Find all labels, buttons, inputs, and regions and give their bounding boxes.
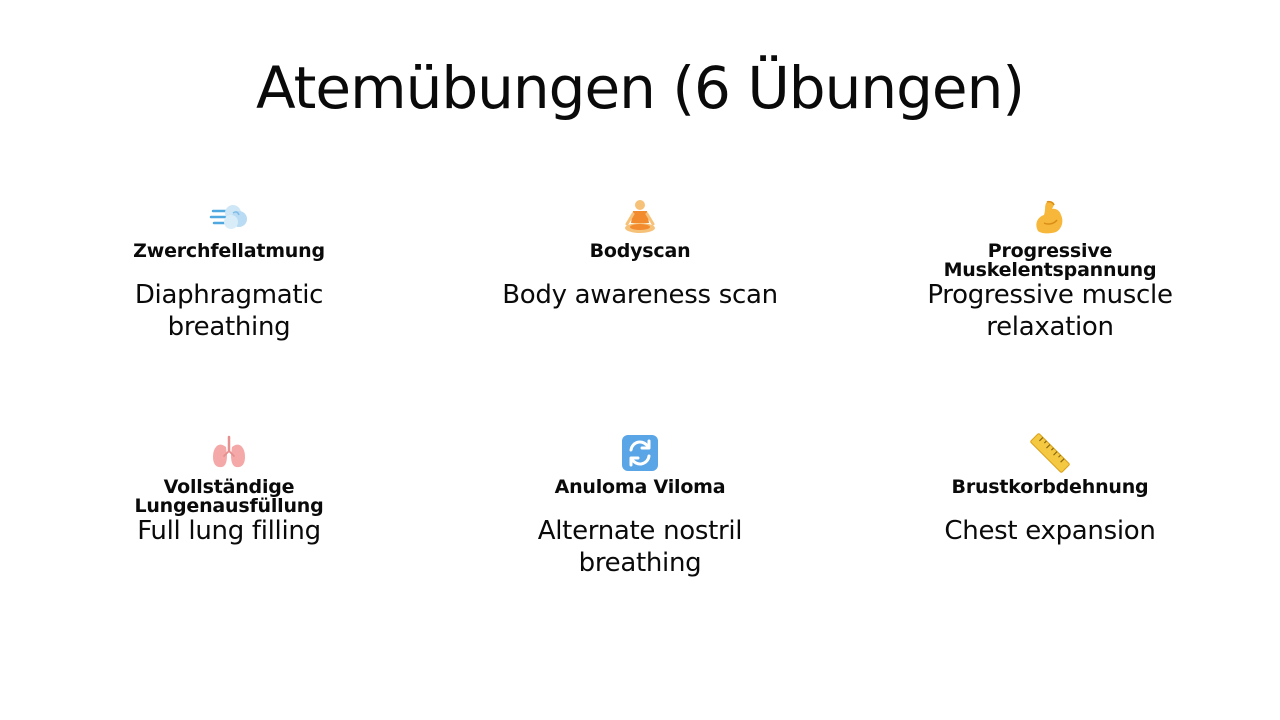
exercise-name: Bodyscan: [589, 240, 691, 262]
exercise-description: Chest expansion: [944, 516, 1156, 546]
exercise-card: Anuloma Viloma Alternate nostril breathi…: [490, 433, 790, 579]
exercise-name: Brustkorbdehnung: [951, 476, 1149, 498]
straight-ruler-icon: [900, 433, 1200, 473]
exercise-description: Alternate nostril breathing: [537, 516, 743, 578]
counterclockwise-arrows-icon: [490, 433, 790, 473]
exercise-card: Vollständige Lungenausfüllung Full lung …: [79, 433, 379, 547]
exercise-name: Anuloma Viloma: [554, 476, 726, 498]
lungs-icon: [79, 433, 379, 473]
page-title: Atemübungen (6 Übungen): [255, 54, 1025, 122]
exercise-description: Progressive muscle relaxation: [927, 280, 1173, 342]
flexed-biceps-icon: [900, 197, 1200, 237]
exercise-description: Body awareness scan: [502, 280, 778, 310]
exercise-card: Zwerchfellatmung Diaphragmatic breathing: [79, 197, 379, 343]
dashing-away-icon: [79, 197, 379, 237]
exercise-description: Full lung filling: [137, 516, 321, 546]
exercise-description: Diaphragmatic breathing: [134, 280, 324, 342]
exercise-name: Zwerchfellatmung: [133, 240, 325, 262]
exercise-card: Progressive Muskelentspannung Progressiv…: [900, 197, 1200, 343]
person-in-lotus-position-icon: [490, 197, 790, 237]
exercise-name: Vollständige Lungenausfüllung: [134, 476, 324, 517]
exercise-card: Brustkorbdehnung Chest expansion: [900, 433, 1200, 547]
exercise-card: Bodyscan Body awareness scan: [490, 197, 790, 311]
exercise-name: Progressive Muskelentspannung: [943, 240, 1157, 281]
